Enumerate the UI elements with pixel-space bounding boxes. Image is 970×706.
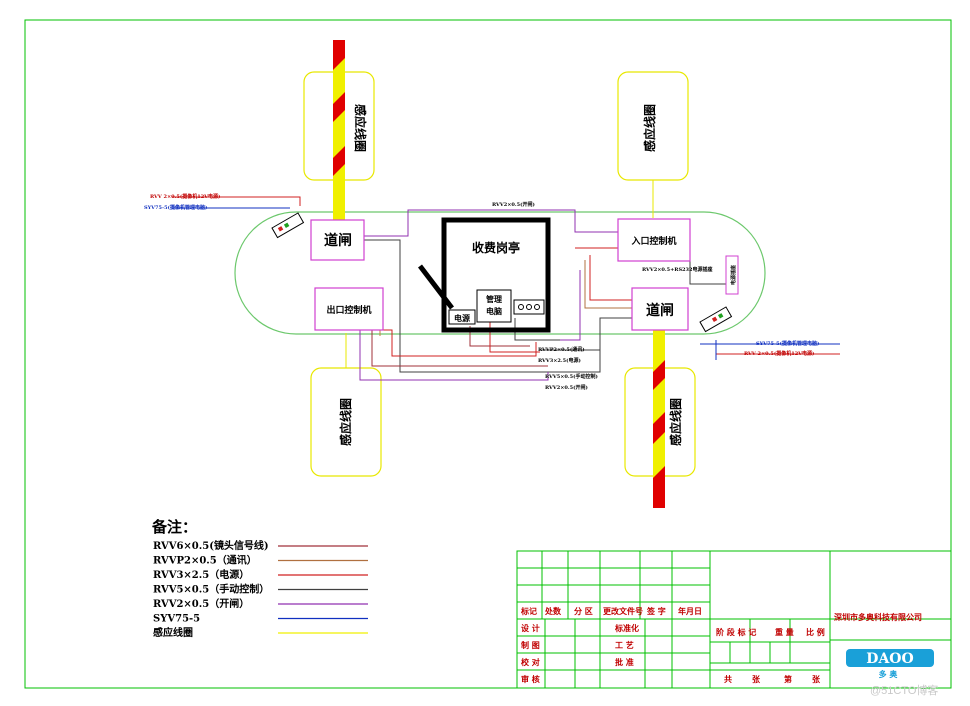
coil-label-bl: 感应线圈 — [338, 398, 353, 446]
pc-label-1: 管理 — [486, 294, 502, 304]
tb-s1: 张 — [752, 674, 761, 684]
right-power-socket — [725, 255, 739, 295]
tb-r1a: 设 计 — [521, 623, 540, 633]
legend-item-label: 感应线圈 — [153, 626, 193, 639]
legend-item-label: RVVP2×0.5（通讯） — [153, 554, 257, 567]
legend-item-label: RVV5×0.5（手动控制） — [153, 583, 269, 596]
barrier-right-label: 道闸 — [646, 302, 674, 319]
tb-h4: 签 字 — [646, 606, 666, 616]
tb-r1b: 标准化 — [614, 623, 639, 633]
barrier-right — [631, 287, 689, 331]
wire-label-mid-power: RVV2×0.5+RS232电源插座 — [642, 266, 713, 273]
wire-label-left-power: RVV 2×0.5(摄像机12V电源) — [150, 193, 220, 200]
title-block — [516, 550, 952, 689]
wire-label-b3: RVV5×0.5(手动控制) — [545, 373, 598, 380]
watermark: @51CTO博客 — [870, 683, 938, 697]
booth-label: 收费岗亭 — [472, 240, 520, 255]
tb-h3: 更改文件号 — [603, 606, 643, 616]
wire-label-b4: RVV2×0.5(开闸) — [545, 384, 588, 391]
right-power-socket-label: 电源插座 — [730, 265, 737, 285]
tb-r3b: 批 准 — [615, 657, 634, 667]
camera-right — [699, 306, 733, 333]
wire-label-b2: RVV3×2.5(电源) — [538, 357, 581, 364]
legend-item-label: RVV2×0.5（开闸） — [153, 597, 249, 610]
tb-r3a: 校 对 — [521, 657, 540, 667]
management-pc — [476, 289, 512, 323]
wire-label-top: RVV2×0.5(开闸) — [492, 201, 535, 208]
tb-s3: 张 — [812, 674, 821, 684]
daoo-logo: DAOO 多 奥 — [846, 649, 934, 679]
power-label: 电源 — [454, 313, 470, 323]
barrier-left — [310, 219, 365, 261]
entry-controller — [617, 218, 691, 262]
tb-h0: 标记 — [520, 606, 537, 616]
socket-strip — [513, 299, 545, 315]
tb-h2: 分 区 — [574, 606, 593, 616]
legend-item-label: SYV75-5 — [153, 614, 200, 625]
drawing-frame — [24, 19, 952, 689]
tb-weight: 重 量 — [775, 627, 794, 637]
coil-label-tl: 感应线圈 — [353, 104, 368, 152]
wire-label-left-video: SYV75-5(摄像机管理电脑) — [144, 204, 207, 211]
barrier-arm-left — [333, 40, 345, 220]
tb-company: 深圳市多奥科技有限公司 — [834, 612, 922, 622]
tb-r4a: 审 核 — [521, 674, 540, 684]
tb-h1: 处数 — [544, 606, 562, 616]
wire-label-right-video: SYV75-5(摄像机管理电脑) — [756, 340, 819, 347]
island-outline — [234, 211, 766, 335]
wire-label-b1: RVVP2×0.5(通讯) — [538, 346, 585, 353]
coil-label-tr: 感应线圈 — [642, 104, 657, 152]
logo-cn: 多 奥 — [879, 669, 899, 679]
tb-h5: 年月日 — [678, 606, 702, 616]
exit-controller-label: 出口控制机 — [326, 304, 371, 316]
coil-label-br: 感应线圈 — [668, 398, 683, 446]
tb-scale: 比 例 — [806, 627, 825, 637]
legend: RVV6×0.5(镜头信号线) RVVP2×0.5（通讯）RVV3×2.5（电源）… — [153, 539, 368, 639]
toll-booth — [441, 217, 551, 333]
legend-title: 备注： — [151, 518, 197, 536]
power-box — [448, 309, 476, 325]
pc-label-2: 电脑 — [486, 306, 502, 316]
barrier-left-label: 道闸 — [324, 232, 352, 249]
wire-label-right-power: RVV 2×0.5(摄像机12V电源) — [744, 350, 814, 357]
exit-controller — [314, 287, 384, 331]
barrier-arm-right — [653, 330, 665, 508]
tb-s2: 第 — [784, 674, 792, 684]
tb-stage: 阶 段 标 记 — [716, 627, 756, 637]
camera-left — [271, 212, 305, 239]
tb-r2a: 制 图 — [521, 640, 540, 650]
entry-controller-label: 入口控制机 — [630, 235, 676, 247]
logo-text: DAOO — [866, 651, 913, 667]
tb-r2b: 工 艺 — [615, 640, 634, 650]
tb-s0: 共 — [724, 674, 732, 684]
legend-item-label: RVV6×0.5(镜头信号线) — [153, 539, 269, 552]
legend-item-label: RVV3×2.5（电源） — [153, 568, 249, 581]
